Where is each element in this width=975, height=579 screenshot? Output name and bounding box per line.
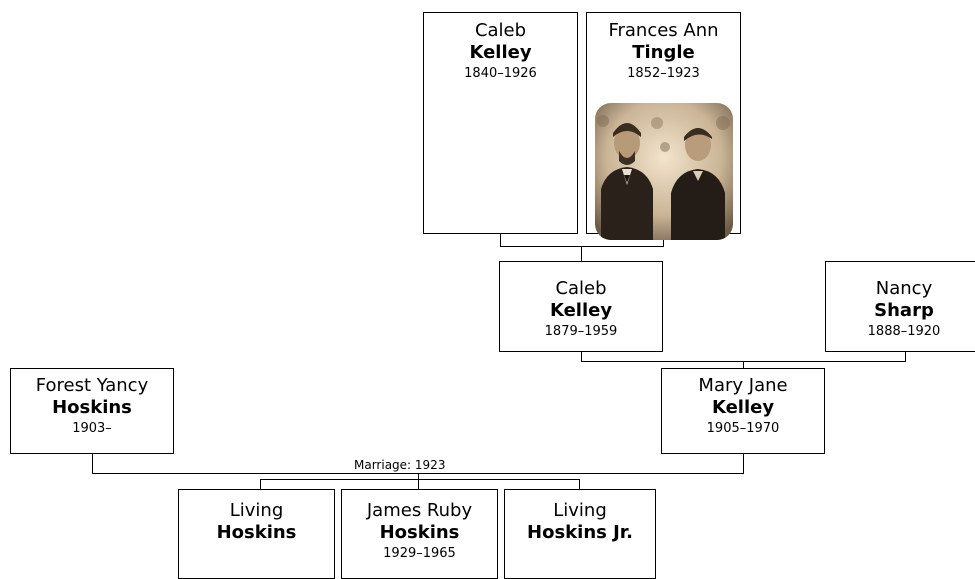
connector-line xyxy=(260,479,580,480)
connector-line xyxy=(500,234,501,247)
connector-line xyxy=(663,234,664,247)
person-card-frances-ann-tingle[interactable]: Frances Ann Tingle 1852–1923 xyxy=(586,12,741,240)
surname: Kelley xyxy=(711,397,775,418)
connector-line xyxy=(581,246,582,261)
person-card-living-hoskins-jr[interactable]: Living Hoskins Jr. xyxy=(504,489,656,579)
surname: Hoskins xyxy=(216,522,297,543)
connector-line xyxy=(743,454,744,474)
surname: Kelley xyxy=(549,300,613,321)
given-name: Living xyxy=(553,500,607,521)
marriage-label: Marriage: 1923 xyxy=(352,458,448,472)
person-card-mary-jane-kelley[interactable]: Mary Jane Kelley 1905–1970 xyxy=(661,368,825,454)
person-card-james-ruby-hoskins[interactable]: James Ruby Hoskins 1929–1965 xyxy=(341,489,498,579)
person-card-forest-yancy-hoskins[interactable]: Forest Yancy Hoskins 1903– xyxy=(10,368,174,454)
surname: Hoskins xyxy=(379,522,460,543)
given-name: James Ruby xyxy=(366,500,473,521)
surname: Tingle xyxy=(632,42,695,63)
connector-line xyxy=(92,454,93,474)
connector-line xyxy=(260,479,261,489)
given-name: Living xyxy=(229,500,284,521)
given-name: Frances Ann xyxy=(608,20,719,41)
given-name: Caleb xyxy=(474,20,527,41)
connector-line xyxy=(579,479,580,489)
surname: Hoskins Jr. xyxy=(527,522,633,543)
person-card-caleb-kelley-jr[interactable]: Caleb Kelley 1879–1959 xyxy=(499,261,663,352)
life-dates: 1903– xyxy=(72,421,112,436)
given-name: Forest Yancy xyxy=(35,375,149,396)
portrait-photo[interactable] xyxy=(595,103,733,240)
connector-line xyxy=(418,479,419,489)
life-dates: 1888–1920 xyxy=(867,324,941,339)
life-dates: 1929–1965 xyxy=(383,546,456,561)
life-dates: 1852–1923 xyxy=(627,66,700,81)
surname: Sharp xyxy=(874,300,934,321)
portrait-photo-icon xyxy=(595,103,733,240)
life-dates: 1879–1959 xyxy=(544,324,618,339)
given-name: Nancy xyxy=(875,278,933,299)
life-dates: 1905–1970 xyxy=(706,421,780,436)
surname: Kelley xyxy=(469,42,532,63)
surname: Hoskins xyxy=(52,397,132,418)
connector-line xyxy=(581,352,582,362)
connector-line xyxy=(743,361,744,368)
person-card-caleb-kelley-sr[interactable]: Caleb Kelley 1840–1926 xyxy=(423,12,578,234)
life-dates: 1840–1926 xyxy=(464,66,537,81)
person-card-living-hoskins[interactable]: Living Hoskins xyxy=(178,489,335,579)
connector-line xyxy=(905,352,906,362)
person-card-nancy-sharp[interactable]: Nancy Sharp 1888–1920 xyxy=(825,261,975,352)
given-name: Caleb xyxy=(555,278,607,299)
given-name: Mary Jane xyxy=(698,375,788,396)
connector-line xyxy=(418,473,419,480)
connector-line xyxy=(500,246,664,247)
